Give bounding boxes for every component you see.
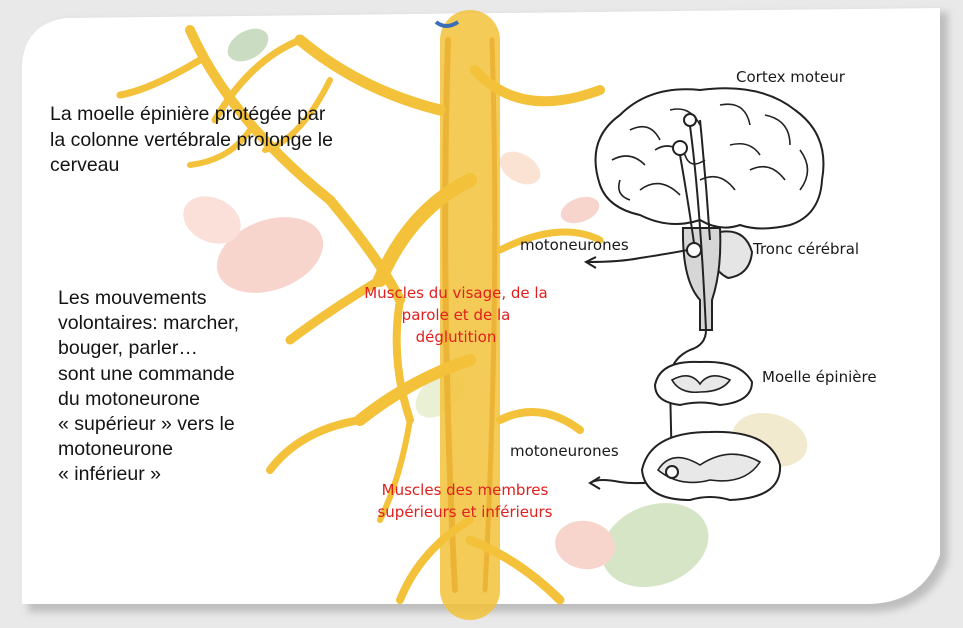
face-muscles-line: Muscles du visage, de la: [316, 282, 596, 304]
spinal-cord-label: Moelle épinière: [762, 368, 877, 386]
face-muscles-label: Muscles du visage, de la parole et de la…: [316, 282, 596, 348]
cortex-label: Cortex moteur: [736, 68, 845, 86]
movements-text: Les mouvements volontaires: marcher, bou…: [58, 286, 333, 488]
movements-line: « inférieur »: [58, 462, 333, 487]
leaf: [557, 192, 603, 228]
movements-line: Les mouvements: [58, 286, 333, 311]
motoneuron-lower-cell: [666, 466, 678, 478]
brain: [596, 88, 824, 330]
movements-line: bouger, parler…: [58, 336, 333, 361]
face-muscles-line: parole et de la: [316, 304, 596, 326]
brain-outline: [596, 88, 824, 228]
limb-muscles-label: Muscles des membres supérieurs et inféri…: [330, 479, 600, 523]
movements-line: volontaires: marcher,: [58, 311, 333, 336]
motoneurons-lower-label: motoneurones: [510, 442, 619, 460]
limb-muscles-line: supérieurs et inférieurs: [330, 501, 600, 523]
movements-line: « supérieur » vers le: [58, 412, 333, 437]
brainstem-label: Tronc cérébral: [753, 240, 859, 258]
leaf: [494, 145, 546, 191]
movements-line: sont une commande: [58, 362, 333, 387]
motoneurons-upper-label: motoneurones: [520, 236, 629, 254]
motoneuron-upper-cell: [687, 243, 701, 257]
movements-line: motoneurone: [58, 437, 333, 462]
intro-text: La moelle épinière protégée par la colon…: [50, 102, 340, 179]
face-muscles-line: déglutition: [316, 326, 596, 348]
limb-muscles-line: Muscles des membres: [330, 479, 600, 501]
movements-line: du motoneurone: [58, 387, 333, 412]
